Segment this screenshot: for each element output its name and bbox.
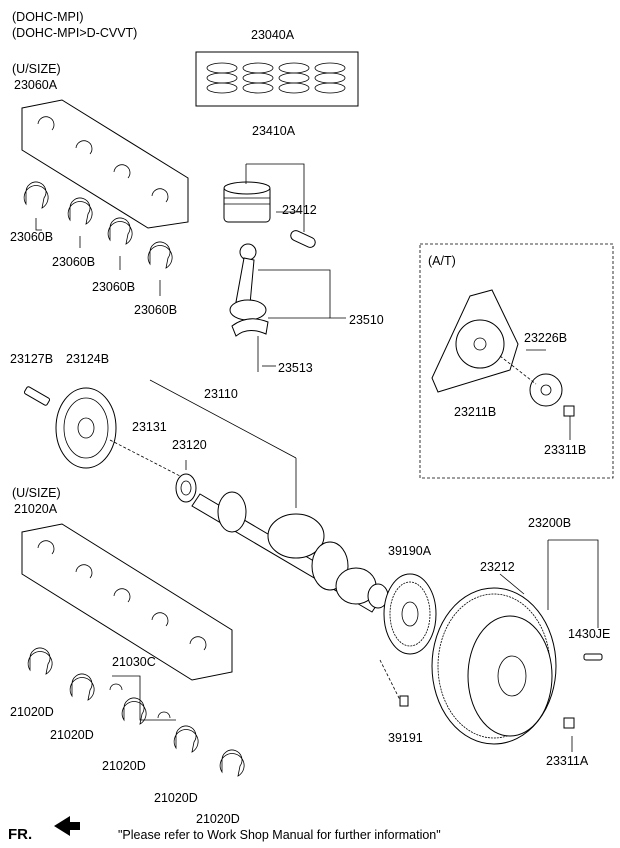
workshop-manual-note: "Please refer to Work Shop Manual for fu…: [118, 828, 441, 842]
engine-variant-label: (DOHC-MPI>D-CVVT): [12, 26, 138, 40]
part-39191: 39191: [388, 731, 423, 745]
part-23131: 23131: [132, 420, 167, 434]
part-23226b: 23226B: [524, 331, 568, 345]
part-23060b-3: 23060B: [92, 280, 136, 294]
part-23110: 23110: [204, 387, 238, 401]
part-23311b: 23311B: [544, 443, 587, 457]
part-23060b-1: 23060B: [10, 230, 54, 244]
damper-pulley: [23, 379, 297, 508]
engine-type-label: (DOHC-MPI): [12, 10, 84, 24]
front-direction-label: FR.: [8, 826, 33, 843]
part-23040a: 23040A: [251, 28, 295, 42]
part-39190a: 39190A: [388, 544, 432, 558]
part-21020d-3: 21020D: [102, 759, 146, 773]
part-23510: 23510: [349, 313, 384, 327]
main-bearing-set: [21, 523, 233, 681]
part-23127b: 23127B: [10, 352, 54, 366]
part-23200b: 23200B: [528, 516, 572, 530]
undersize-label-bottom: (U/SIZE): [12, 486, 61, 500]
undersize-label-top: (U/SIZE): [12, 62, 61, 76]
part-23410a: 23410A: [252, 124, 296, 138]
part-23120: 23120: [172, 438, 207, 452]
flex-plate: [379, 573, 437, 707]
part-23513: 23513: [278, 361, 313, 375]
part-21030c: 21030C: [112, 655, 156, 669]
part-23060b-4: 23060B: [134, 303, 178, 317]
part-23124b: 23124B: [66, 352, 110, 366]
crank-sprocket: [175, 460, 197, 503]
piston: [223, 163, 316, 248]
part-21020d-2: 21020D: [50, 728, 94, 742]
part-21020d-1: 21020D: [10, 705, 54, 719]
flywheel: [431, 539, 603, 752]
part-21020a: 21020A: [14, 502, 58, 516]
connecting-rod: [229, 243, 346, 372]
drive-plate: [431, 289, 575, 440]
part-21020d-5: 21020D: [196, 812, 240, 826]
part-23211b: 23211B: [454, 405, 497, 419]
lower-bearing-shells: [27, 647, 245, 777]
crankpin-bearing-set: [21, 99, 189, 229]
fr-arrow-icon: [54, 816, 80, 836]
part-23060b-2: 23060B: [52, 255, 96, 269]
upper-bearing-shells: [23, 181, 173, 296]
at-box: [419, 243, 614, 479]
part-23412: 23412: [282, 203, 317, 217]
part-23311a: 23311A: [546, 754, 589, 768]
part-1430je: 1430JE: [568, 627, 611, 641]
part-21020d-4: 21020D: [154, 791, 198, 805]
crankshaft: [191, 491, 389, 613]
at-label: (A/T): [428, 254, 456, 268]
part-23060a: 23060A: [14, 78, 58, 92]
piston-ring-set: [195, 51, 359, 107]
part-23212: 23212: [480, 560, 515, 574]
